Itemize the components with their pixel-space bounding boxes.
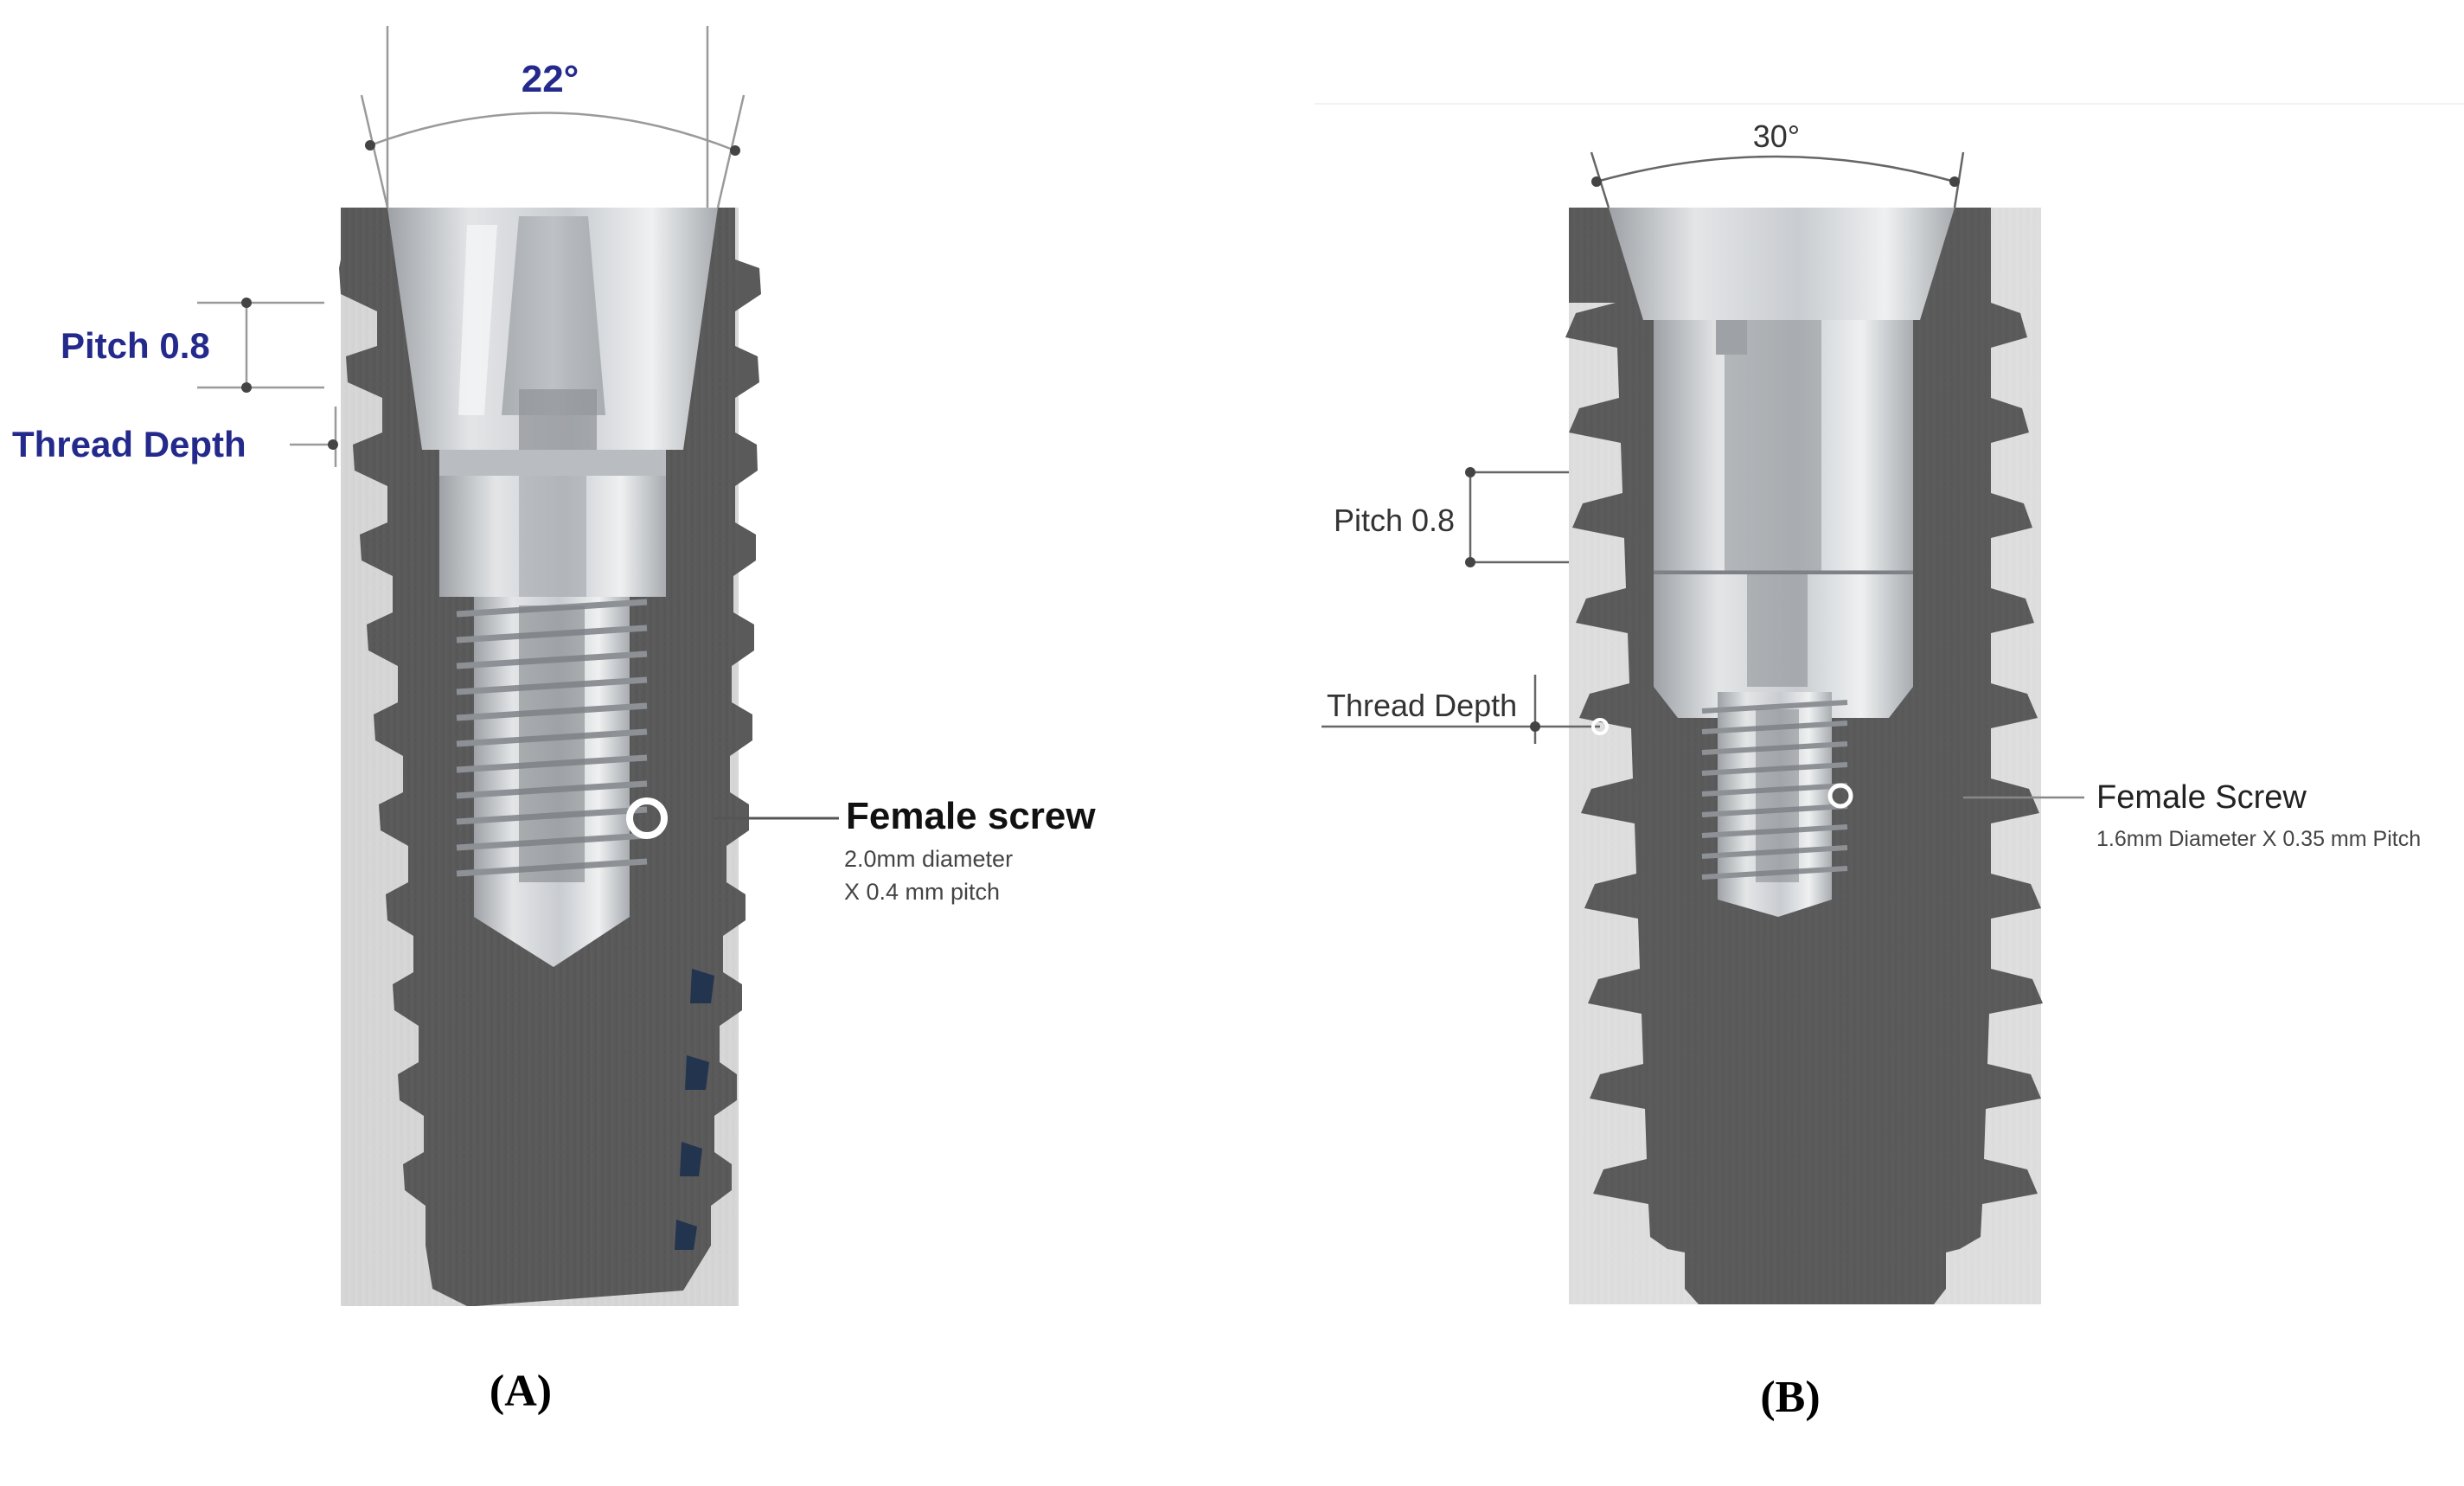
panel-b: 30° Pitch 0.8 Thread Depth Female Screw … (1315, 103, 2464, 1422)
panel-caption-b: (B) (1760, 1373, 1820, 1422)
female-screw-spec-b: 1.6mm Diameter X 0.35 mm Pitch (2096, 827, 2421, 851)
female-screw-callout-a: Female screw 2.0mm diameter X 0.4 mm pit… (626, 795, 1096, 905)
female-screw-threads-b (1701, 692, 1848, 917)
thread-depth-label-b: Thread Depth (1327, 688, 1517, 723)
angle-label-a: 22° (522, 58, 579, 100)
connection-cone-b (1609, 208, 1955, 320)
panel-a: 22° Pitch 0.8 Thread Depth Female screw … (12, 26, 1096, 1416)
thread-depth-dimension-b: Thread Depth (1322, 675, 1609, 744)
female-screw-title-b: Female Screw (2096, 779, 2307, 816)
surface-coating-a (675, 969, 714, 1250)
female-screw-title-a: Female screw (846, 795, 1096, 837)
pitch-dimension-a: Pitch 0.8 (61, 298, 324, 393)
angle-label-b: 30° (1753, 118, 1800, 154)
pitch-label-b: Pitch 0.8 (1334, 503, 1455, 538)
thread-depth-label-a: Thread Depth (12, 424, 246, 464)
angle-dimension-a: 22° (360, 26, 746, 208)
thread-depth-dimension-a: Thread Depth (12, 407, 338, 467)
pitch-dimension-b: Pitch 0.8 (1334, 467, 1569, 567)
pitch-label-a: Pitch 0.8 (61, 325, 210, 366)
connection-collar-a (439, 450, 666, 476)
female-screw-diameter-a: 2.0mm diameter (844, 846, 1013, 872)
angle-dimension-b: 30° (1590, 118, 1965, 208)
female-screw-threads-a (456, 597, 648, 967)
female-screw-pitch-a: X 0.4 mm pitch (844, 879, 1000, 905)
female-screw-callout-b: Female Screw 1.6mm Diameter X 0.35 mm Pi… (1827, 779, 2421, 851)
panel-caption-a: (A) (490, 1367, 552, 1416)
